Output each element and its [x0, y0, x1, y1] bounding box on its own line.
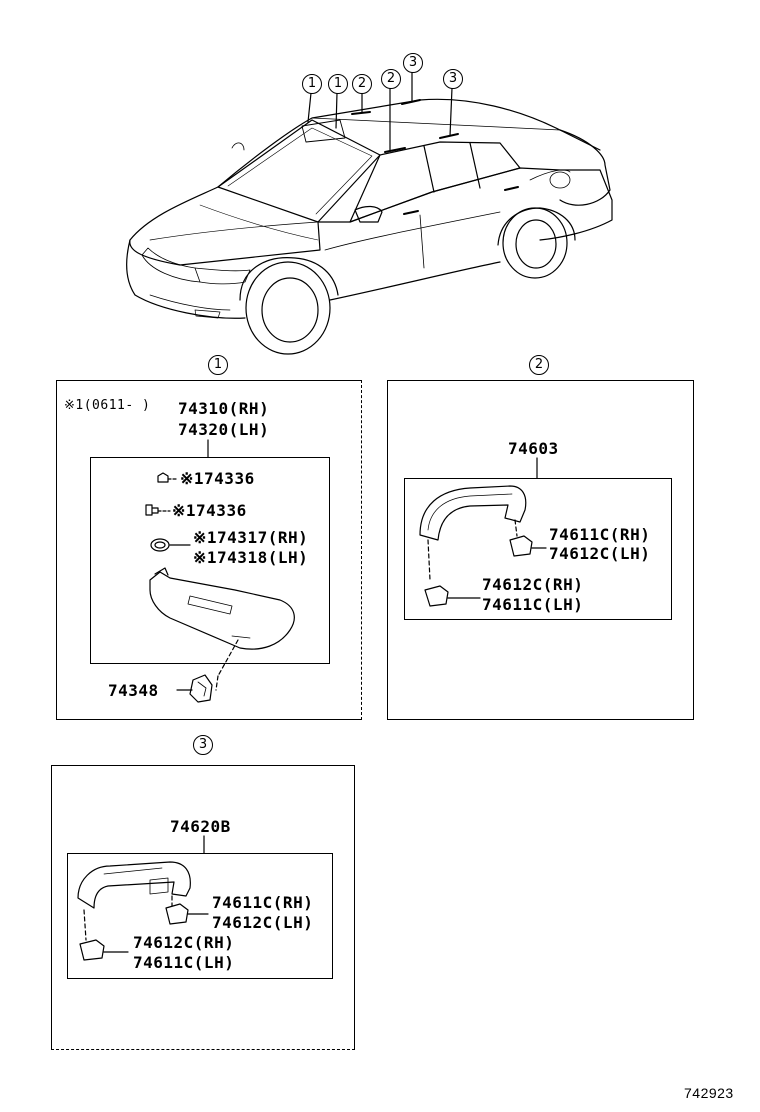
part-174336-a: ※174336 [180, 469, 255, 488]
callout-3-grip-side: 3 [443, 69, 463, 89]
callout-1-visor-lh: 1 [302, 74, 322, 94]
section-1-note: ※1(0611- ) [64, 398, 151, 413]
section-2-frame [387, 380, 694, 720]
diagram-code: 742923 [684, 1085, 734, 1101]
section-2-artwork [419, 457, 547, 607]
part-74603: 74603 [508, 439, 559, 458]
section-1-heading: 1 [208, 355, 228, 375]
callout-3-grip-rear: 3 [403, 53, 423, 73]
part-74348: 74348 [108, 681, 159, 700]
part-74612c-lh-top: 74612C(LH) [549, 544, 651, 563]
part-74611c-lh-bottom: 74611C(LH) [482, 595, 584, 614]
part-74612c-rh-bottom: 74612C(RH) [133, 933, 235, 952]
part-74611c-rh-top: 74611C(RH) [549, 525, 651, 544]
part-74611c-lh-bottom: 74611C(LH) [133, 953, 235, 972]
part-74612c-lh-top: 74612C(LH) [212, 913, 314, 932]
car-illustration [126, 71, 613, 355]
part-74612c-rh-bottom: 74612C(RH) [482, 575, 584, 594]
section-3-inner-frame [67, 853, 333, 979]
callout-2-grip-mid: 2 [381, 69, 401, 89]
section-3-heading: 3 [193, 735, 213, 755]
part-174318-lh: ※174318(LH) [193, 548, 309, 567]
section-1-inner-frame [90, 457, 330, 664]
section-3-artwork [77, 835, 209, 961]
part-74310-rh: 74310(RH) [178, 399, 270, 418]
section-2-heading: 2 [529, 355, 549, 375]
callout-1-visor-rh: 1 [328, 74, 348, 94]
section-1-frame [56, 380, 362, 720]
part-74620b: 74620B [170, 817, 231, 836]
section-3-frame [51, 765, 355, 1050]
part-74320-lh: 74320(LH) [178, 420, 270, 439]
part-174336-b: ※174336 [172, 501, 247, 520]
part-174317-rh: ※174317(RH) [193, 528, 309, 547]
section-2-inner-frame [404, 478, 672, 620]
callout-2-grip-front: 2 [352, 74, 372, 94]
part-74611c-rh-top: 74611C(RH) [212, 893, 314, 912]
section-1-artwork [145, 439, 295, 703]
